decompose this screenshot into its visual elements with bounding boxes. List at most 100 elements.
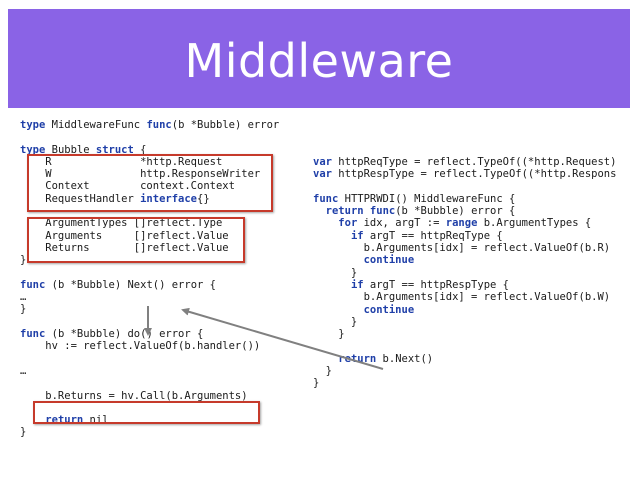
- code-text: [313, 205, 326, 217]
- code-line: W http.ResponseWriter: [20, 168, 320, 180]
- code-line: continue: [313, 304, 638, 316]
- code-keyword: func: [20, 328, 46, 341]
- code-keyword: return: [325, 205, 364, 218]
- code-line: for idx, argT := range b.ArgumentTypes {: [313, 217, 638, 229]
- code-text: }: [313, 328, 345, 341]
- code-line: b.Arguments[idx] = reflect.ValueOf(b.R): [313, 242, 638, 254]
- code-text: httpRespType = reflect.TypeOf((*http.Res…: [331, 168, 617, 181]
- code-text: [313, 230, 351, 242]
- code-line: [20, 316, 320, 328]
- code-text: (b *Bubble) Next() error {: [45, 278, 216, 291]
- code-text: Bubble: [45, 143, 96, 156]
- code-keyword: interface: [140, 192, 198, 205]
- code-line: [20, 377, 320, 389]
- right-code-block: var httpReqType = reflect.TypeOf((*http.…: [313, 156, 638, 390]
- call-highlight-box: [33, 401, 260, 424]
- code-text: [313, 304, 364, 316]
- code-line: hv := reflect.ValueOf(b.handler()): [20, 340, 320, 352]
- code-keyword: type: [20, 143, 46, 156]
- code-keyword: func: [20, 278, 46, 291]
- code-text: {}: [197, 192, 210, 205]
- code-line: var httpReqType = reflect.TypeOf((*http.…: [313, 156, 638, 168]
- code-text: httpReqType = reflect.TypeOf((*http.Requ…: [331, 156, 617, 168]
- code-line: [20, 267, 320, 279]
- code-line: ArgumentTypes []reflect.Type: [20, 217, 320, 229]
- code-line: Returns []reflect.Value: [20, 242, 320, 254]
- code-text: b.Returns = hv.Call(b.Arguments): [20, 389, 248, 402]
- code-line: Context context.Context: [20, 180, 320, 192]
- code-line: }: [313, 267, 638, 279]
- code-text: Arguments []reflect.Value: [20, 229, 229, 242]
- reflect-fields-highlight-box: [27, 217, 245, 263]
- code-keyword: if: [350, 229, 364, 242]
- code-line: …: [20, 365, 320, 377]
- code-line: [313, 340, 638, 352]
- code-text: hv := reflect.ValueOf(b.handler()): [20, 340, 261, 353]
- code-text: R *http.Request: [20, 155, 223, 168]
- code-line: type MiddlewareFunc func(b *Bubble) erro…: [20, 119, 320, 131]
- code-line: }: [313, 365, 638, 377]
- code-text: {: [133, 143, 147, 156]
- code-keyword: continue: [363, 303, 415, 316]
- code-text: ArgumentTypes []reflect.Type: [20, 217, 223, 230]
- code-keyword: struct: [95, 143, 134, 156]
- code-line: }: [313, 328, 638, 340]
- code-text: (b *Bubble) error: [171, 119, 280, 131]
- code-text: }: [20, 303, 27, 316]
- code-keyword: if: [350, 278, 364, 291]
- code-line: …: [20, 291, 320, 303]
- code-text: b.Next(): [376, 352, 434, 365]
- slide-title: Middleware: [184, 33, 454, 88]
- code-text: }: [313, 315, 358, 328]
- code-text: idx, argT :=: [357, 217, 446, 230]
- code-text: W http.ResponseWriter: [20, 168, 261, 181]
- code-text: }: [313, 266, 358, 279]
- code-text: }: [20, 426, 27, 439]
- code-keyword: range: [445, 217, 478, 230]
- code-line: func (b *Bubble) do() error {: [20, 328, 320, 340]
- code-line: }: [313, 316, 638, 328]
- code-line: return func(b *Bubble) error {: [313, 205, 638, 217]
- code-line: func HTTPRWDI() MiddlewareFunc {: [313, 193, 638, 205]
- code-line: R *http.Request: [20, 156, 320, 168]
- code-text: }: [313, 377, 320, 390]
- code-line: [20, 131, 320, 143]
- code-line: RequestHandler interface{}: [20, 193, 320, 205]
- code-text: b.Arguments[idx] = reflect.ValueOf(b.W): [313, 291, 611, 304]
- code-text: [313, 353, 338, 365]
- code-line: b.Returns = hv.Call(b.Arguments): [20, 390, 320, 402]
- code-line: continue: [313, 254, 638, 266]
- code-text: }: [313, 365, 332, 378]
- code-keyword: func: [313, 192, 339, 205]
- code-line: b.Arguments[idx] = reflect.ValueOf(b.W): [313, 291, 638, 303]
- code-keyword: for: [338, 217, 358, 230]
- code-text: b.Arguments[idx] = reflect.ValueOf(b.R): [313, 242, 611, 255]
- code-keyword: func: [369, 205, 396, 218]
- code-line: }: [20, 426, 320, 438]
- code-text: RequestHandler: [20, 192, 141, 205]
- code-keyword: var: [313, 168, 332, 181]
- code-line: var httpRespType = reflect.TypeOf((*http…: [313, 168, 638, 180]
- code-text: …: [20, 364, 27, 377]
- code-keyword: return: [338, 352, 377, 365]
- code-line: func (b *Bubble) Next() error {: [20, 279, 320, 291]
- code-line: if argT == httpReqType {: [313, 230, 638, 242]
- code-text: argT == httpReqType {: [363, 229, 503, 242]
- code-text: b.ArgumentTypes {: [477, 217, 592, 230]
- code-keyword: type: [20, 119, 46, 131]
- code-text: (b *Bubble) do() error {: [45, 328, 204, 341]
- code-line: return b.Next(): [313, 353, 638, 365]
- code-text: HTTPRWDI() MiddlewareFunc {: [338, 192, 516, 205]
- code-text: [313, 279, 351, 291]
- code-text: [313, 254, 364, 266]
- code-text: argT == httpRespType {: [363, 278, 509, 291]
- code-line: }: [313, 377, 638, 389]
- struct-fields-highlight-box: [27, 154, 273, 212]
- code-keyword: continue: [363, 254, 415, 267]
- code-text: [313, 217, 338, 229]
- code-text: Returns []reflect.Value: [20, 241, 229, 254]
- code-text: (b *Bubble) error {: [395, 205, 516, 218]
- code-line: }: [20, 303, 320, 315]
- code-text: }: [20, 254, 27, 267]
- code-line: type Bubble struct {: [20, 144, 320, 156]
